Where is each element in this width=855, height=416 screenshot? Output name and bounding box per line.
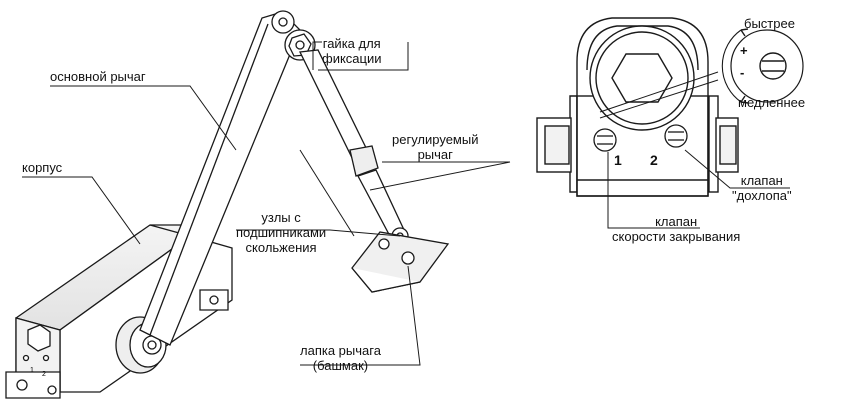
- housing-small-number-2: 2: [42, 371, 46, 378]
- valve-1-screw: [593, 128, 617, 152]
- valve-1-number: 1: [614, 152, 622, 168]
- label-faster: быстрее: [744, 16, 795, 31]
- label-adjustable-lever: регулируемый рычаг: [392, 132, 479, 162]
- label-main-lever: основной рычаг: [50, 69, 146, 84]
- label-valve-closing-speed: клапан скорости закрывания: [612, 214, 741, 244]
- label-bearings: узлы с подшипниками скольжения: [236, 210, 327, 255]
- label-housing: корпус: [22, 160, 63, 175]
- closer-end-view: [536, 17, 739, 197]
- adjustment-screw-icon: [721, 28, 804, 104]
- label-minus: -: [740, 65, 745, 80]
- hex-nut-icon: [611, 53, 673, 103]
- valve-2-number: 2: [650, 152, 658, 168]
- label-valve-latch: клапан "дохлопа": [732, 173, 792, 203]
- label-lever-foot: лапка рычага (башмак): [300, 343, 381, 373]
- lever-foot: [351, 231, 450, 293]
- main-lever: [139, 10, 301, 346]
- valve-2-screw: [664, 124, 688, 148]
- housing-small-number-1: 1: [30, 367, 34, 374]
- label-lock-nut: гайка для фиксации: [322, 36, 382, 66]
- label-plus: +: [740, 43, 748, 58]
- leader-lines: [22, 41, 790, 366]
- adjustable-lever: [299, 49, 409, 245]
- label-slower: медленнее: [738, 95, 806, 110]
- housing-hex-socket: [27, 324, 51, 352]
